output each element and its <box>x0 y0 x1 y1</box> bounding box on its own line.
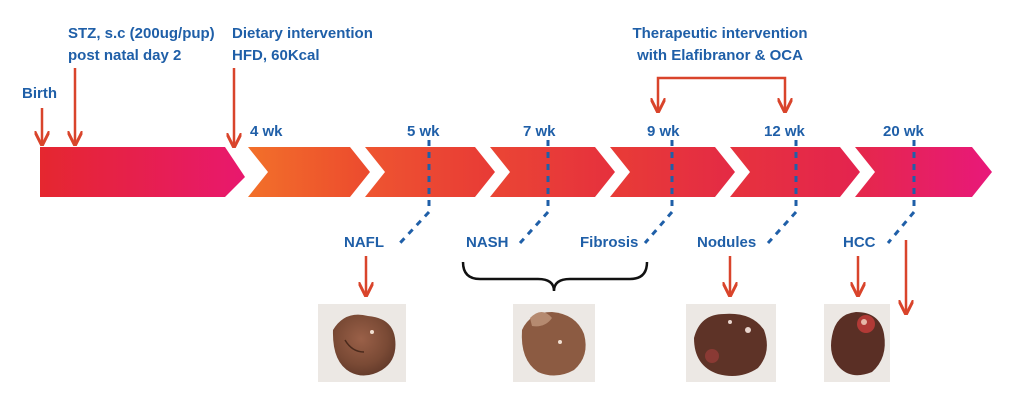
timeline-segment-5 <box>730 147 860 197</box>
stz-label-line2: post natal day 2 <box>68 47 181 64</box>
diet-label-line2: HFD, 60Kcal <box>232 47 320 64</box>
timepoint-4wk: 4 wk <box>250 123 283 140</box>
timeline-segment-6 <box>855 147 992 197</box>
timeline-segment-2 <box>365 147 495 197</box>
birth-label: Birth <box>22 85 57 102</box>
liver-image-nash-fibrosis <box>513 304 595 382</box>
timeline-segment-1 <box>248 147 370 197</box>
therapy-label-line1: Therapeutic intervention <box>632 25 807 42</box>
stage-nafl: NAFL <box>344 234 384 251</box>
connector-nodules <box>766 140 798 245</box>
timeline-band <box>40 147 992 197</box>
connector-hcc <box>886 140 916 244</box>
stage-nodules: Nodules <box>697 234 756 251</box>
timepoint-20wk: 20 wk <box>883 123 925 140</box>
timepoint-12wk: 12 wk <box>764 123 806 140</box>
timepoint-5wk: 5 wk <box>407 123 440 140</box>
stage-connectors <box>398 140 916 245</box>
timeline-segment-pre <box>40 147 245 197</box>
event-arrows <box>42 68 785 145</box>
therapy-bracket <box>658 76 785 110</box>
timepoint-7wk: 7 wk <box>523 123 556 140</box>
timeline-segment-4 <box>610 147 735 197</box>
timeline-segment-3 <box>490 147 615 197</box>
connector-fibrosis <box>643 140 674 244</box>
stage-hcc: HCC <box>843 234 876 251</box>
liver-image-nodules <box>686 304 776 382</box>
therapy-label-line2: with Elafibranor & OCA <box>636 47 803 64</box>
diet-label-line1: Dietary intervention <box>232 25 373 42</box>
liver-image-hcc <box>824 304 890 382</box>
nash-fibrosis-brace <box>461 261 649 292</box>
stz-label-line1: STZ, s.c (200ug/pup) <box>68 25 215 42</box>
stage-fibrosis: Fibrosis <box>580 234 638 251</box>
connector-nafl <box>398 140 431 245</box>
image-arrows <box>366 240 906 312</box>
timepoint-9wk: 9 wk <box>647 123 680 140</box>
connector-nash <box>518 140 550 245</box>
liver-image-nafl <box>318 304 406 382</box>
stage-nash: NASH <box>466 234 509 251</box>
